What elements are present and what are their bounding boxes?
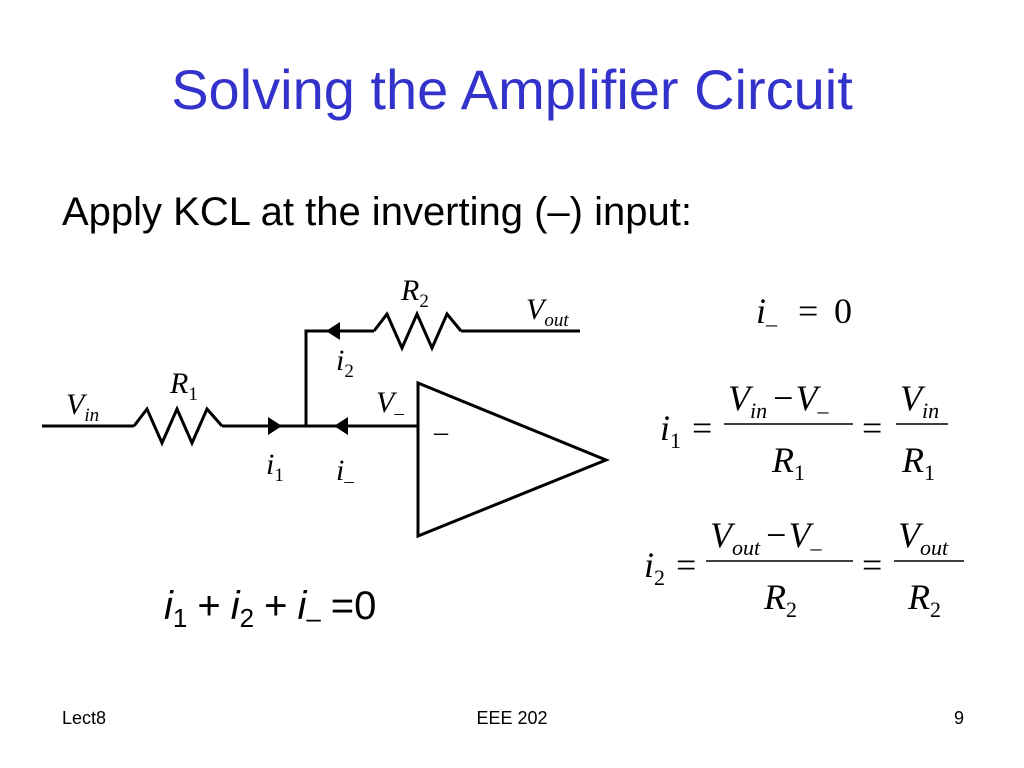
opamp-triangle: [416, 380, 610, 539]
kcl-equals-zero: =0: [330, 584, 377, 628]
eq-a-lhs: i–: [756, 291, 778, 336]
kcl-term-3: i: [297, 584, 307, 628]
slide-title: Solving the Amplifier Circuit: [171, 58, 853, 121]
eq-c-den1: R2: [763, 577, 797, 622]
eq-b-num2: Vin: [900, 378, 939, 423]
feedback-vertical-wire: [304, 329, 374, 426]
opamp-inverting-sign: –: [433, 417, 449, 448]
iminus-arrow: [334, 417, 348, 435]
kcl-term-3-sub: –: [306, 603, 321, 633]
r1-label: R1: [169, 367, 198, 405]
eq-b-equals-1: =: [692, 408, 712, 448]
eq-a-equals: =: [798, 291, 818, 331]
eq-c-num1: Vout−V–: [710, 515, 822, 560]
eq-c-lhs: i2: [644, 545, 665, 590]
r1-resistor: [132, 405, 224, 447]
eq-c-equals-2: =: [862, 545, 882, 585]
kcl-equation: i1+i2+i–=0: [164, 584, 377, 631]
i2-label: i2: [336, 344, 354, 382]
eq-b-lhs: i1: [660, 408, 681, 453]
eq-b-num1: Vin−V–: [728, 378, 829, 423]
kcl-term-2: i: [230, 584, 240, 628]
opamp-circuit: – Vin R1 R2 Vout V– i2 i1 i–: [42, 274, 610, 539]
footer-center: EEE 202: [476, 708, 548, 728]
vminus-label: V–: [376, 386, 404, 424]
footer-left: Lect8: [62, 708, 107, 728]
iminus-label: i–: [336, 454, 354, 492]
eq-c-num2: Vout: [898, 515, 949, 560]
equation-i2: i2 = Vout−V– R2 = Vout R2: [644, 515, 964, 622]
i1-arrow: [268, 417, 282, 435]
vout-label: Vout: [526, 293, 569, 331]
eq-a-rhs: 0: [834, 291, 852, 331]
equation-iminus-zero: i– = 0: [756, 291, 852, 336]
i1-label: i1: [266, 448, 284, 486]
kcl-plus-1: +: [197, 584, 221, 628]
r2-label: R2: [400, 274, 429, 312]
eq-c-equals-1: =: [676, 545, 696, 585]
eq-b-equals-2: =: [862, 408, 882, 448]
eq-c-den2: R2: [907, 577, 941, 622]
i2-arrow: [326, 322, 340, 340]
eq-b-den2: R1: [901, 440, 935, 485]
kcl-term-1-sub: 1: [172, 603, 188, 633]
bullet-text: Apply KCL at the inverting (–) input:: [62, 190, 692, 234]
kcl-plus-2: +: [264, 584, 288, 628]
equation-i1: i1 = Vin−V– R1 = Vin R1: [660, 378, 948, 485]
vin-label: Vin: [66, 388, 99, 426]
eq-b-den1: R1: [771, 440, 805, 485]
kcl-term-2-sub: 2: [239, 603, 255, 633]
r2-resistor: [372, 310, 463, 352]
kcl-term-1: i: [164, 584, 173, 628]
footer-page-number: 9: [953, 708, 964, 728]
